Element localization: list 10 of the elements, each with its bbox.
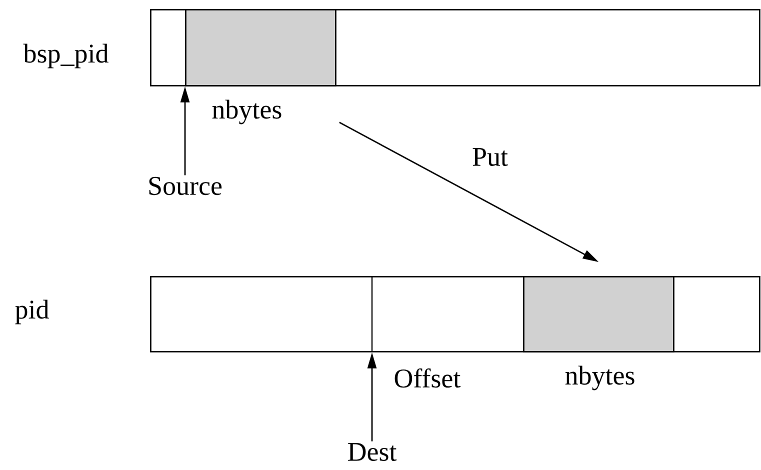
data-block bbox=[523, 276, 674, 352]
data-block bbox=[185, 9, 336, 86]
pointer-label: Dest bbox=[348, 443, 397, 461]
buffer-name: bsp_pid bbox=[23, 44, 108, 68]
size-label: nbytes bbox=[212, 100, 282, 124]
position-label: Offset bbox=[394, 368, 461, 388]
edge-label: Put bbox=[472, 148, 508, 166]
size-label: nbytes bbox=[565, 366, 634, 390]
pointer-label: Source bbox=[149, 176, 222, 196]
buffer-name: pid bbox=[15, 300, 49, 324]
